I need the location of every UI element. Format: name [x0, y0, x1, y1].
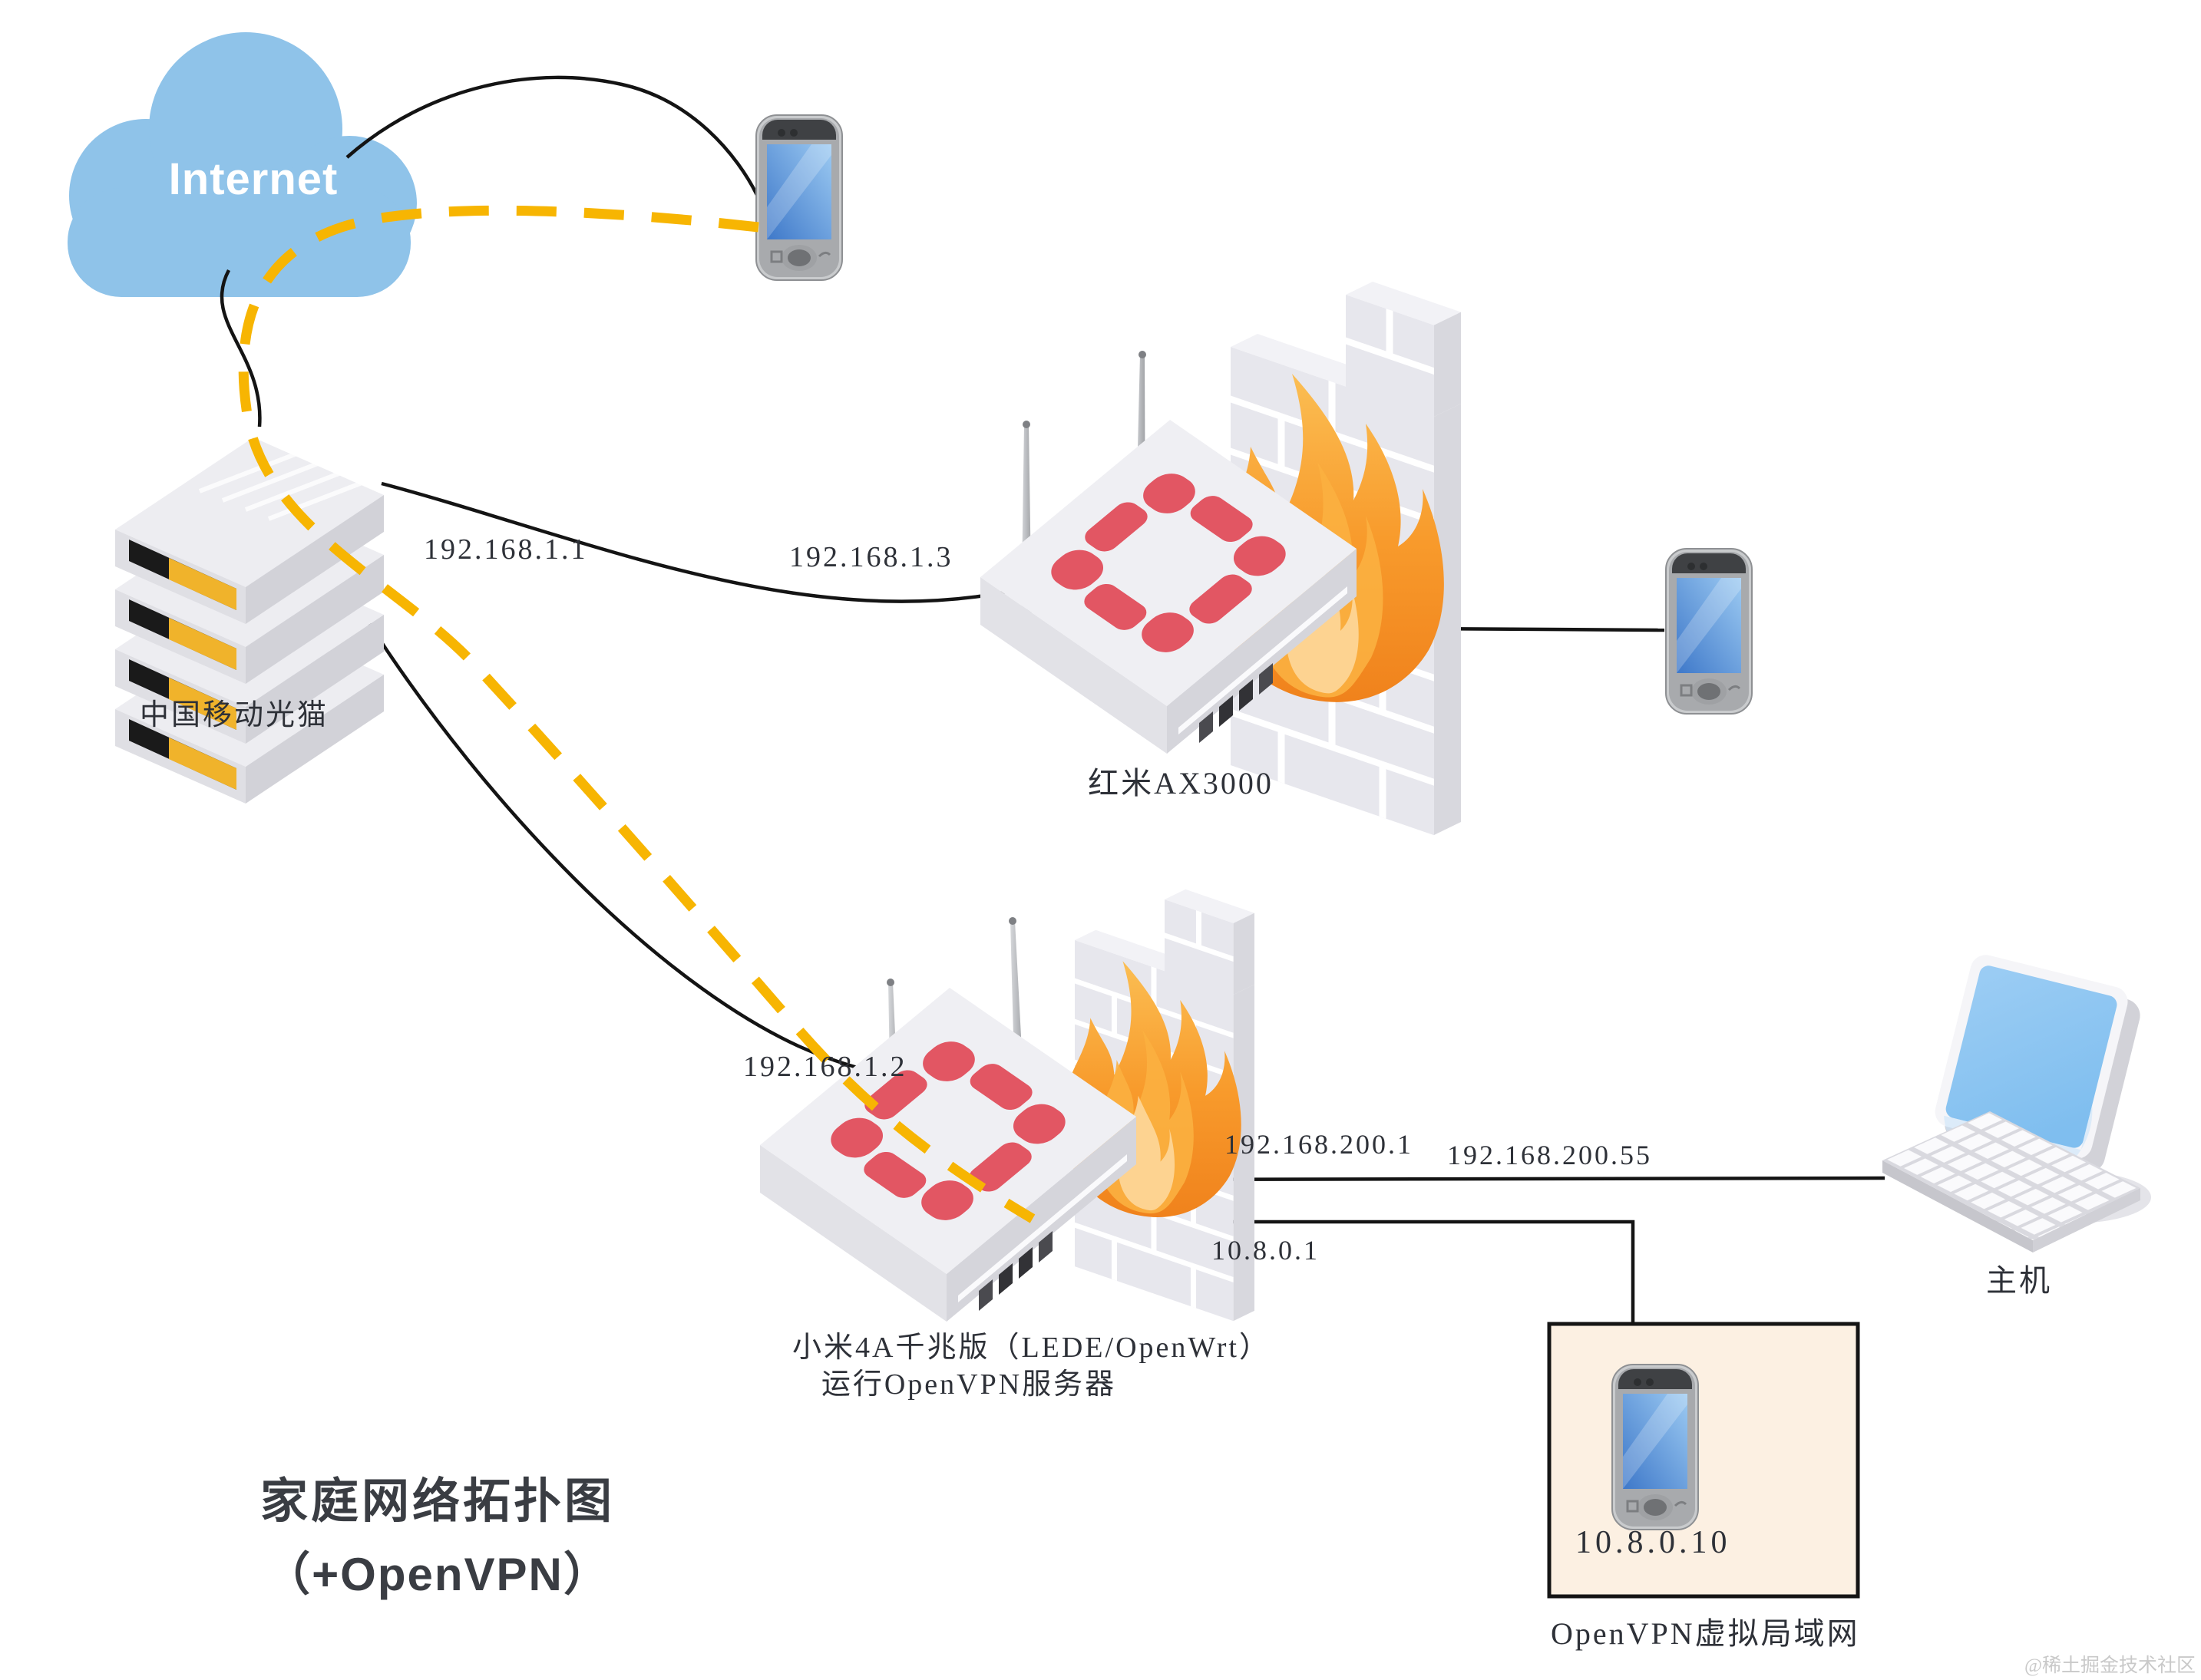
diagram-title-line1: 家庭网络拓扑图: [259, 1475, 615, 1528]
smartphone-right-icon: [1664, 547, 1753, 715]
desktop-icon: [1882, 955, 2151, 1253]
ip-router2-lan: 192.168.200.1: [1224, 1129, 1413, 1160]
watermark: @稀土掘金技术社区: [2024, 1655, 2196, 1676]
line-cloud-phone: [345, 75, 761, 199]
ip-host: 192.168.200.55: [1447, 1140, 1652, 1170]
ip-router2-wan: 192.168.1.2: [743, 1051, 907, 1083]
router1-label: 红米AX3000: [1088, 766, 1274, 800]
diagram-title: 家庭网络拓扑图 （+OpenVPN）: [215, 1462, 660, 1604]
vpn-client-ip: 10.8.0.10: [1575, 1525, 1731, 1560]
modem-label: 中国移动光猫: [139, 699, 329, 731]
vpn-lan-label: OpenVPN虚拟局域网: [1551, 1616, 1860, 1651]
router2-label-line2: 运行OpenVPN服务器: [821, 1368, 1117, 1401]
vpn-tunnel-dashed-line: [238, 205, 1036, 1223]
keyboard-icon: [1882, 1111, 2140, 1253]
smartphone-top-icon: [755, 114, 844, 282]
diagram-title-line2: （+OpenVPN）: [264, 1549, 611, 1600]
modem-icon: [115, 437, 384, 804]
ip-modem-lan: 192.168.1.1: [424, 533, 588, 566]
internet-label: Internet: [168, 154, 339, 204]
internet-cloud-icon: [68, 32, 417, 297]
ip-vpn-gateway: 10.8.0.1: [1211, 1235, 1320, 1266]
line-cloud-modem: [220, 269, 262, 427]
line-modem-router1: [381, 481, 1013, 603]
vpn-lan-box: [1547, 1322, 1860, 1599]
smartphone-vpn-icon: [1611, 1363, 1700, 1531]
router2-label-line1: 小米4A千兆版（LEDE/OpenWrt）: [792, 1332, 1271, 1364]
host-label: 主机: [1986, 1263, 2052, 1298]
line-router2-vpnbox: [1075, 1220, 1635, 1326]
ip-router1-wan: 192.168.1.3: [789, 541, 953, 573]
line-modem-router2: [365, 619, 970, 1089]
